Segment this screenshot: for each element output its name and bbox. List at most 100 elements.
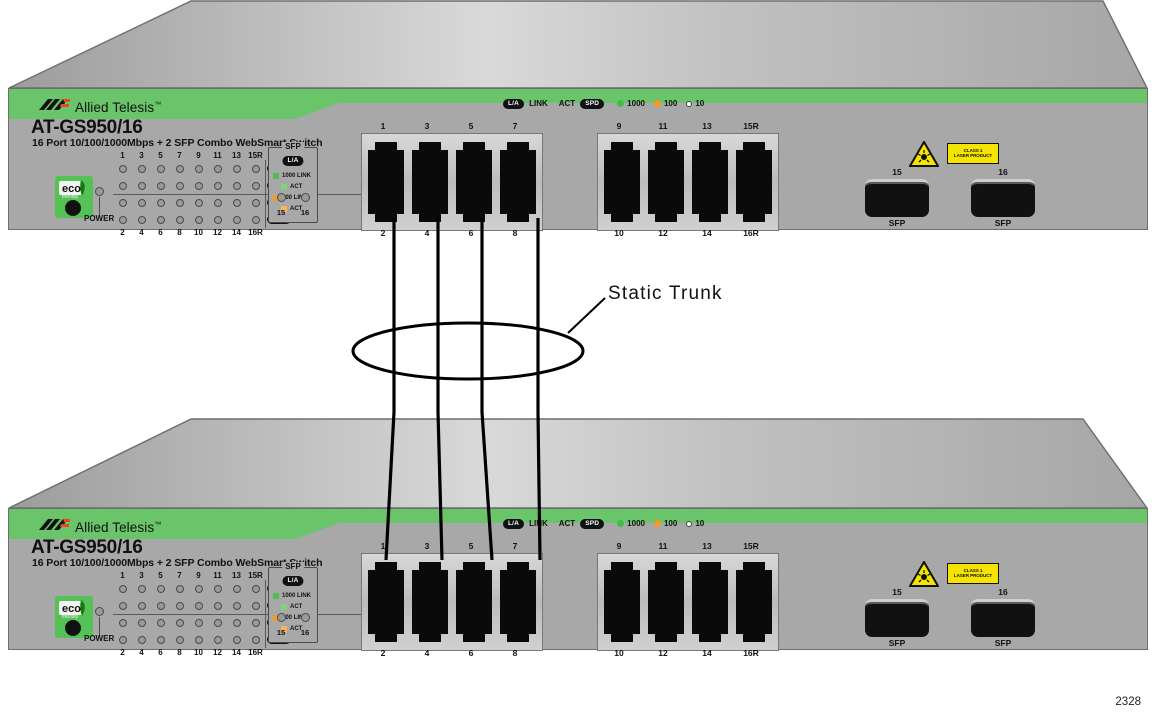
faceplate-upper: Allied Telesis™ AT-GS950/16 16 Port 10/1… (8, 88, 1148, 238)
led-num-bottom-4: 10 (194, 228, 203, 237)
port-label-13: 13 (702, 541, 712, 551)
rj45-port-7[interactable] (497, 137, 539, 182)
sfp-port-label-16: SFP (994, 638, 1012, 648)
port-label-6: 6 (468, 648, 474, 658)
led-indicator (175, 215, 184, 224)
rj45-port-3[interactable] (409, 557, 451, 602)
rj45-port-16R[interactable] (733, 182, 775, 227)
led-num-top-1: 3 (139, 571, 144, 580)
led-indicator (251, 635, 260, 644)
rj45-port-11[interactable] (645, 557, 687, 602)
led-indicator (251, 618, 260, 627)
sfp-led-legend-upper: SFP L/A 1000 LINK ACT 100 LINK ACT 15 16 (268, 142, 318, 223)
speed-dot-10-icon (686, 520, 693, 527)
rj45-port-4[interactable] (409, 182, 451, 227)
port-label-8: 8 (512, 648, 518, 658)
led-indicator (276, 193, 286, 202)
trunk-grouping-ellipse (351, 321, 585, 381)
port-label-3: 3 (424, 121, 430, 131)
rj45-port-2[interactable] (365, 602, 407, 647)
model-name-upper: AT-GS950/16 (31, 117, 143, 138)
rj45-port-8[interactable] (497, 602, 539, 647)
rj45-port-1[interactable] (365, 557, 407, 602)
rj45-port-3[interactable] (409, 137, 451, 182)
sfp-cage-16-lower[interactable] (971, 599, 1035, 637)
rj45-port-12[interactable] (645, 182, 687, 227)
rj45-port-10[interactable] (601, 182, 643, 227)
led-indicator (175, 164, 184, 173)
sfp-legend-led-num-16: 16 (300, 628, 310, 637)
act-legend-label: ACT (558, 519, 576, 529)
led-rows-upper: L/A SPD (113, 160, 418, 228)
led-top-numbers: 1 3 5 7 9 11 13 15R (113, 571, 291, 580)
sfp-cage-16-upper[interactable] (971, 179, 1035, 217)
rj45-port-1[interactable] (365, 137, 407, 182)
svg-text:friendly: friendly (62, 194, 79, 200)
rj45-port-5[interactable] (453, 557, 495, 602)
rj45-port-4[interactable] (409, 602, 451, 647)
rj45-port-6[interactable] (453, 602, 495, 647)
led-indicator (232, 601, 241, 610)
allied-telesis-mark-icon (39, 98, 71, 116)
sfp-legend-row: 1000 LINK (273, 590, 311, 601)
led-indicator (118, 635, 127, 644)
led-num-bottom-0: 2 (120, 648, 125, 657)
led-num-top-2: 5 (158, 151, 163, 160)
led-num-top-6: 13 (232, 571, 241, 580)
rj45-port-6[interactable] (453, 182, 495, 227)
rj45-port-9[interactable] (601, 137, 643, 182)
led-indicator (194, 181, 203, 190)
swatch-100-act-icon (281, 625, 287, 632)
sfp-cage-15-upper[interactable] (865, 179, 929, 217)
rj45-port-10[interactable] (601, 602, 643, 647)
sfp-legend-la-pill: L/A (282, 156, 304, 166)
sfp-led-legend-lower: SFP L/A 1000 LINK ACT 100 LINK ACT 15 16 (268, 562, 318, 643)
led-indicator (213, 198, 222, 207)
rj45-port-11[interactable] (645, 137, 687, 182)
led-indicator (194, 601, 203, 610)
swatch-1000-act-icon (281, 183, 287, 190)
rj45-port-15R[interactable] (733, 137, 775, 182)
sfp-legend-leds: 15 16 (269, 193, 317, 220)
led-num-bottom-6: 14 (232, 228, 241, 237)
port-row-odd (601, 557, 775, 602)
swatch-100-act-icon (281, 205, 287, 212)
swatch-1000-act-icon (281, 603, 287, 610)
rj45-port-13[interactable] (689, 137, 731, 182)
port-label-2: 2 (380, 228, 386, 238)
rj45-port-5[interactable] (453, 137, 495, 182)
svg-text:eco: eco (62, 183, 81, 195)
rj45-port-16R[interactable] (733, 602, 775, 647)
speed-legend-10: 10 (686, 99, 704, 108)
rj45-port-7[interactable] (497, 557, 539, 602)
led-num-top-4: 9 (196, 151, 201, 160)
led-indicator (251, 584, 260, 593)
led-indicator (156, 198, 165, 207)
spd-pill-legend: SPD (580, 519, 605, 529)
sfp-port-label-15: SFP (888, 638, 906, 648)
allied-telesis-mark-icon (39, 518, 71, 536)
led-num-top-0: 1 (120, 151, 125, 160)
rj45-port-9[interactable] (601, 557, 643, 602)
rj45-port-14[interactable] (689, 182, 731, 227)
rj45-port-8[interactable] (497, 182, 539, 227)
sfp-cage-15-lower[interactable] (865, 599, 929, 637)
port-group-2-lower (597, 553, 779, 651)
led-legend-lower: L/A LINK ACT SPD 1000 100 10 (503, 519, 704, 529)
led-indicator (213, 618, 222, 627)
led-indicator (213, 164, 222, 173)
sfp-port-number-16: 16 (998, 587, 1008, 597)
port-row-odd (601, 137, 775, 182)
rj45-port-15R[interactable] (733, 557, 775, 602)
trunk-leader-line (567, 297, 606, 334)
swatch-1000-link-icon (273, 592, 279, 599)
led-indicator (232, 215, 241, 224)
rj45-port-2[interactable] (365, 182, 407, 227)
rj45-port-13[interactable] (689, 557, 731, 602)
led-indicator (213, 181, 222, 190)
rj45-port-12[interactable] (645, 602, 687, 647)
faceplate-lower: Allied Telesis™ AT-GS950/16 16 Port 10/1… (8, 508, 1148, 658)
rj45-port-14[interactable] (689, 602, 731, 647)
sfp-port-number-15: 15 (892, 167, 902, 177)
led-indicator (137, 181, 146, 190)
